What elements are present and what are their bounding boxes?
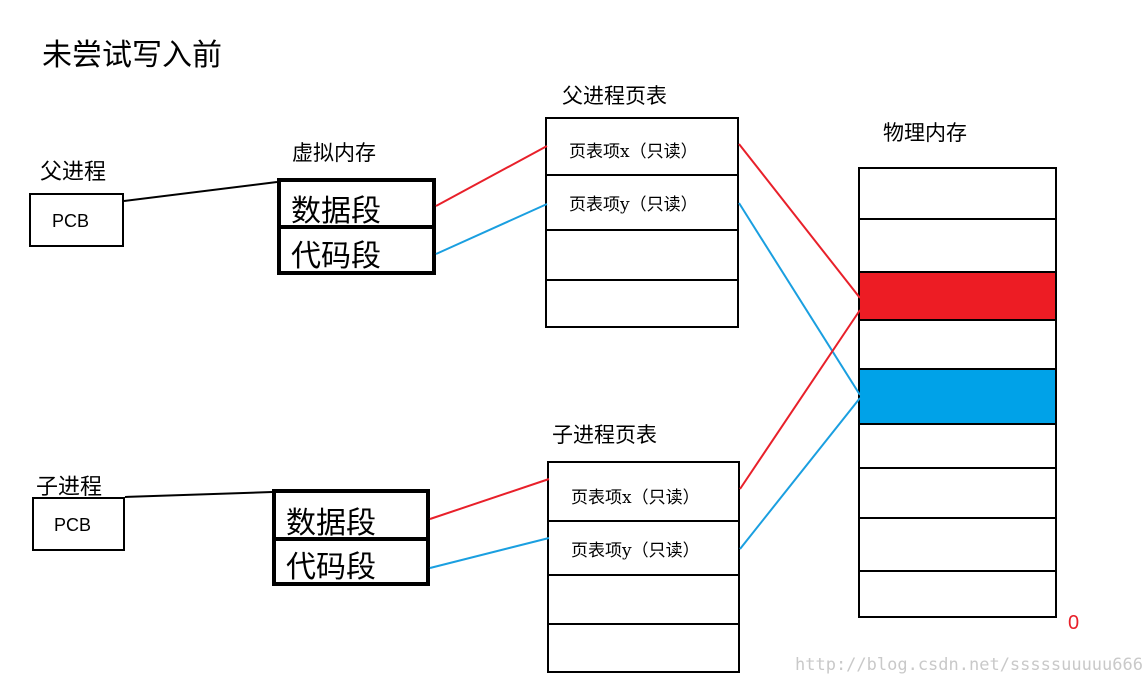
frame-2: [860, 220, 1055, 273]
child-page-entry-y: 页表项y（只读）: [549, 522, 738, 576]
virtual-memory-label: 虚拟内存: [292, 141, 376, 165]
parent-page-entry-y: 页表项y（只读）: [547, 176, 737, 231]
parent-entry-y-to-blue-frame-line: [738, 202, 861, 396]
child-code-to-entry-y-line: [429, 537, 550, 569]
physical-memory-title: 物理内存: [883, 121, 967, 145]
child-page-table-title: 子进程页表: [552, 423, 657, 447]
parent-code-segment: 代码段: [277, 225, 436, 275]
parent-page-entry-empty-1: [547, 231, 737, 281]
frame-8: [860, 519, 1055, 572]
frame-blue-shared-code: [860, 370, 1055, 425]
parent-pcb-box: PCB: [29, 193, 124, 247]
child-pcb-box: PCB: [32, 497, 125, 551]
parent-code-segment-label: 代码段: [291, 239, 381, 274]
child-page-entry-x-label: 页表项x（只读）: [571, 488, 700, 508]
parent-data-segment-label: 数据段: [291, 194, 381, 229]
parent-data-segment: 数据段: [277, 178, 436, 229]
physical-memory: [858, 167, 1057, 618]
child-page-entry-empty-1: [549, 576, 738, 625]
frame-7: [860, 469, 1055, 519]
frame-red-shared-data: [860, 273, 1055, 321]
parent-page-table: 页表项x（只读） 页表项y（只读）: [545, 117, 739, 328]
child-code-segment-label: 代码段: [286, 550, 376, 585]
parent-page-entry-y-label: 页表项y（只读）: [569, 195, 698, 215]
parent-data-to-entry-x-line: [435, 145, 548, 207]
child-page-entry-x: 页表项x（只读）: [549, 463, 738, 522]
child-page-entry-y-label: 页表项y（只读）: [571, 541, 700, 561]
diagram-title: 未尝试写入前: [42, 38, 222, 73]
child-page-table: 页表项x（只读） 页表项y（只读）: [547, 461, 740, 673]
parent-page-entry-x-label: 页表项x（只读）: [569, 142, 698, 162]
frame-4: [860, 321, 1055, 370]
parent-page-table-title: 父进程页表: [562, 84, 667, 108]
frame-6: [860, 425, 1055, 469]
child-code-segment: 代码段: [272, 537, 430, 586]
child-entry-x-to-red-frame-line: [739, 309, 861, 490]
child-process-label: 子进程: [36, 475, 103, 500]
child-data-segment-label: 数据段: [286, 506, 376, 541]
frame-1: [860, 169, 1055, 220]
watermark: http://blog.csdn.net/sssssuuuuu666: [795, 655, 1143, 675]
parent-process-label: 父进程: [40, 160, 107, 185]
parent-pcb-to-vm-line: [123, 181, 278, 202]
parent-entry-x-to-red-frame-line: [738, 143, 861, 299]
parent-pcb-label: PCB: [52, 211, 90, 231]
parent-code-to-entry-y-line: [435, 203, 548, 255]
child-data-to-entry-x-line: [429, 478, 550, 520]
parent-page-entry-x: 页表项x（只读）: [547, 119, 737, 176]
child-pcb-to-vm-line: [124, 491, 273, 498]
child-entry-y-to-blue-frame-line: [739, 397, 861, 550]
physical-memory-zero-address: 0: [1068, 612, 1080, 634]
child-pcb-label: PCB: [54, 515, 92, 535]
